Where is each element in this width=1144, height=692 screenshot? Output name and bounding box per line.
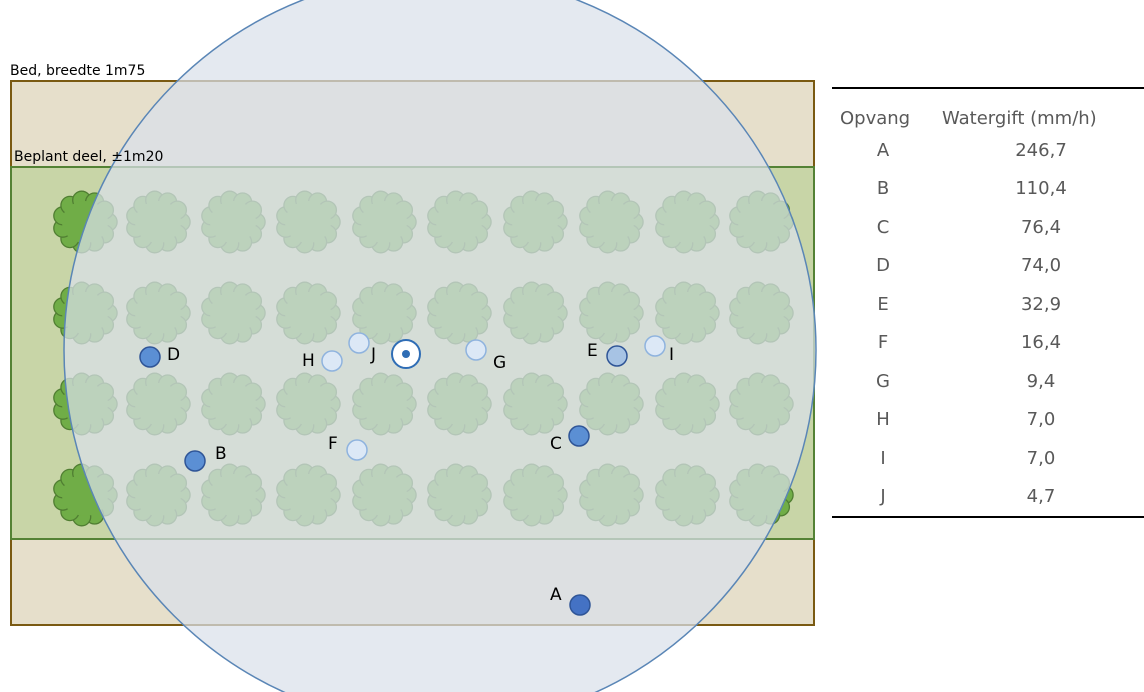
table-row: I 7,0	[832, 439, 1144, 478]
collection-cup-marker	[569, 594, 591, 616]
cell-opvang: J	[880, 486, 886, 508]
table-row: E 32,9	[832, 285, 1144, 324]
point-label: J	[370, 345, 376, 365]
point-g: G	[465, 339, 506, 373]
planted-label: Beplant deel, ±1m20	[14, 149, 163, 165]
point-label: D	[167, 345, 180, 365]
point-j: J	[348, 332, 376, 365]
point-label: A	[550, 585, 562, 605]
table-row: G 9,4	[832, 362, 1144, 401]
header-opvang: Opvang	[840, 108, 911, 129]
sprinkler-head-icon	[391, 339, 421, 369]
point-i: I	[644, 335, 674, 365]
cell-opvang: D	[876, 255, 890, 277]
point-a: A	[550, 585, 591, 616]
collection-cup-marker	[139, 346, 161, 368]
cell-watergift: 16,4	[1020, 332, 1062, 354]
table-row: D 74,0	[832, 247, 1144, 286]
point-c: C	[550, 425, 590, 454]
point-b: B	[184, 444, 227, 472]
point-label: F	[328, 434, 338, 454]
table-header: Opvang Watergift (mm/h)	[832, 89, 1144, 131]
collection-cup-marker	[184, 450, 206, 472]
spray-circle	[63, 0, 817, 692]
cell-watergift: 246,7	[1015, 139, 1067, 161]
cell-watergift: 76,4	[1020, 216, 1062, 238]
cell-opvang: C	[876, 216, 890, 238]
point-h: H	[302, 350, 343, 372]
point-label: I	[669, 345, 674, 365]
collection-cup-marker	[321, 350, 343, 372]
collection-points: A B C D E F G H I J	[139, 332, 674, 616]
collection-cup-marker	[465, 339, 487, 361]
point-label: H	[302, 351, 315, 371]
table-row: J 4,7	[832, 478, 1144, 517]
point-label: B	[215, 444, 227, 464]
garden-bed-diagram: Bed, breedte 1m75 Beplant deel, ±1m20 A B…	[10, 0, 817, 692]
collection-cup-marker	[644, 335, 666, 357]
cell-opvang: B	[876, 178, 890, 200]
collection-cup-marker	[568, 425, 590, 447]
cell-opvang: G	[876, 370, 890, 392]
cell-opvang: E	[877, 293, 889, 315]
cell-opvang: F	[877, 332, 889, 354]
cell-watergift: 4,7	[1026, 486, 1056, 508]
point-f: F	[328, 434, 368, 461]
cell-opvang: H	[876, 409, 890, 431]
cell-watergift: 74,0	[1020, 255, 1062, 277]
collection-cup-marker	[346, 439, 368, 461]
cell-watergift: 9,4	[1026, 370, 1056, 392]
point-e: E	[587, 341, 628, 367]
point-label: E	[587, 341, 598, 361]
point-label: G	[493, 353, 506, 373]
point-label: C	[550, 434, 562, 454]
cell-opvang: I	[880, 447, 886, 469]
table-row: F 16,4	[832, 324, 1144, 363]
cell-opvang: A	[876, 139, 890, 161]
table-row: H 7,0	[832, 401, 1144, 440]
table-row: A 246,7	[832, 131, 1144, 170]
table-row: B 110,4	[832, 170, 1144, 209]
cell-watergift: 110,4	[1015, 178, 1067, 200]
header-watergift: Watergift (mm/h)	[942, 108, 1097, 129]
cell-watergift: 7,0	[1026, 447, 1056, 469]
collection-cup-marker	[348, 332, 370, 354]
collection-cup-marker	[606, 345, 628, 367]
table-row: C 76,4	[832, 208, 1144, 247]
point-d: D	[139, 345, 180, 368]
cell-watergift: 7,0	[1026, 409, 1056, 431]
bed-label: Bed, breedte 1m75	[10, 63, 145, 79]
cell-watergift: 32,9	[1020, 293, 1062, 315]
